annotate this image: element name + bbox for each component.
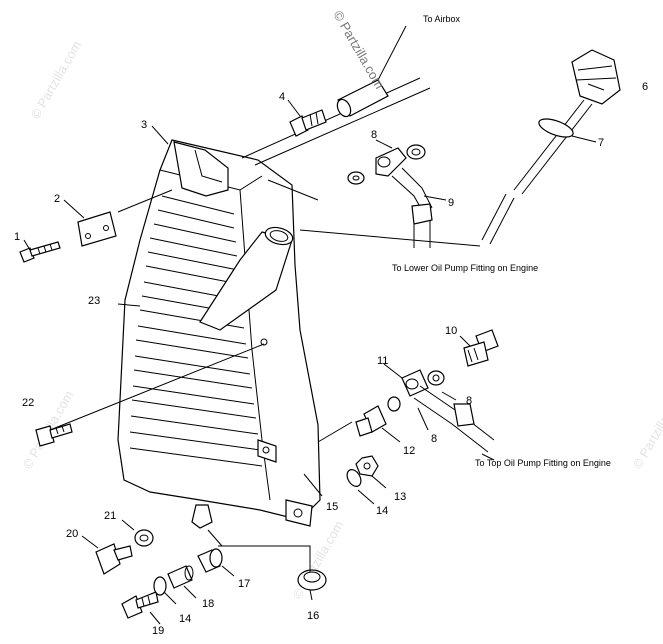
callout-9: 9 [448,197,454,209]
breather-fitting [289,109,327,137]
callout-18: 18 [202,598,214,610]
watermark-faint-4: © Partzilla.com [630,388,663,471]
note-to-lower-pump: To Lower Oil Pump Fitting on Engine [392,263,538,273]
bolt-19 [121,591,159,619]
callout-20: 20 [66,528,78,540]
callout-11: 11 [377,355,388,367]
callout-19: 19 [152,625,164,637]
grommet-16 [297,569,327,591]
callout-14-lower: 14 [179,613,191,625]
callout-7: 7 [598,137,604,149]
leader-lines [23,83,605,625]
watermark-faint-1: © Partzilla.com [28,38,85,121]
grommet-17 [197,548,223,573]
callout-17: 17 [238,578,250,590]
callout-4: 4 [279,91,285,103]
callout-13: 13 [394,491,406,503]
bolt-22 [35,423,73,447]
watermark-main: © Partzilla.com [330,8,387,91]
callout-8-upper: 8 [371,129,377,141]
banjo-fitting-lower [346,329,499,487]
washer-21 [134,529,154,547]
callout-8-right: 8 [466,395,472,407]
callout-21: 21 [104,510,116,522]
callout-8-lower: 8 [431,433,437,445]
drain-plug-20 [95,543,133,575]
callout-1: 1 [14,231,20,243]
callout-2: 2 [54,193,60,205]
spacer-18 [167,565,194,589]
airbox-hose [241,25,431,166]
callouts: 1 2 3 4 6 7 8 9 10 11 8 8 12 13 14 15 16… [14,81,648,637]
callout-3: 3 [141,119,147,131]
callout-10: 10 [445,325,457,337]
callout-14-right: 14 [376,505,388,517]
banjo-fitting-upper [347,144,433,248]
callout-15: 15 [326,501,338,513]
oil-tank [117,139,321,529]
callout-12: 12 [403,445,415,457]
dipstick [481,49,621,245]
washer-14-lower [153,576,167,596]
clamp-plate [77,211,117,247]
callout-6: 6 [642,81,648,93]
callout-23: 23 [88,295,100,307]
bolt-1 [19,241,61,263]
note-to-airbox: To Airbox [423,14,461,24]
callout-16: 16 [307,610,319,622]
note-to-top-pump: To Top Oil Pump Fitting on Engine [475,458,611,468]
callout-22: 22 [22,397,34,409]
